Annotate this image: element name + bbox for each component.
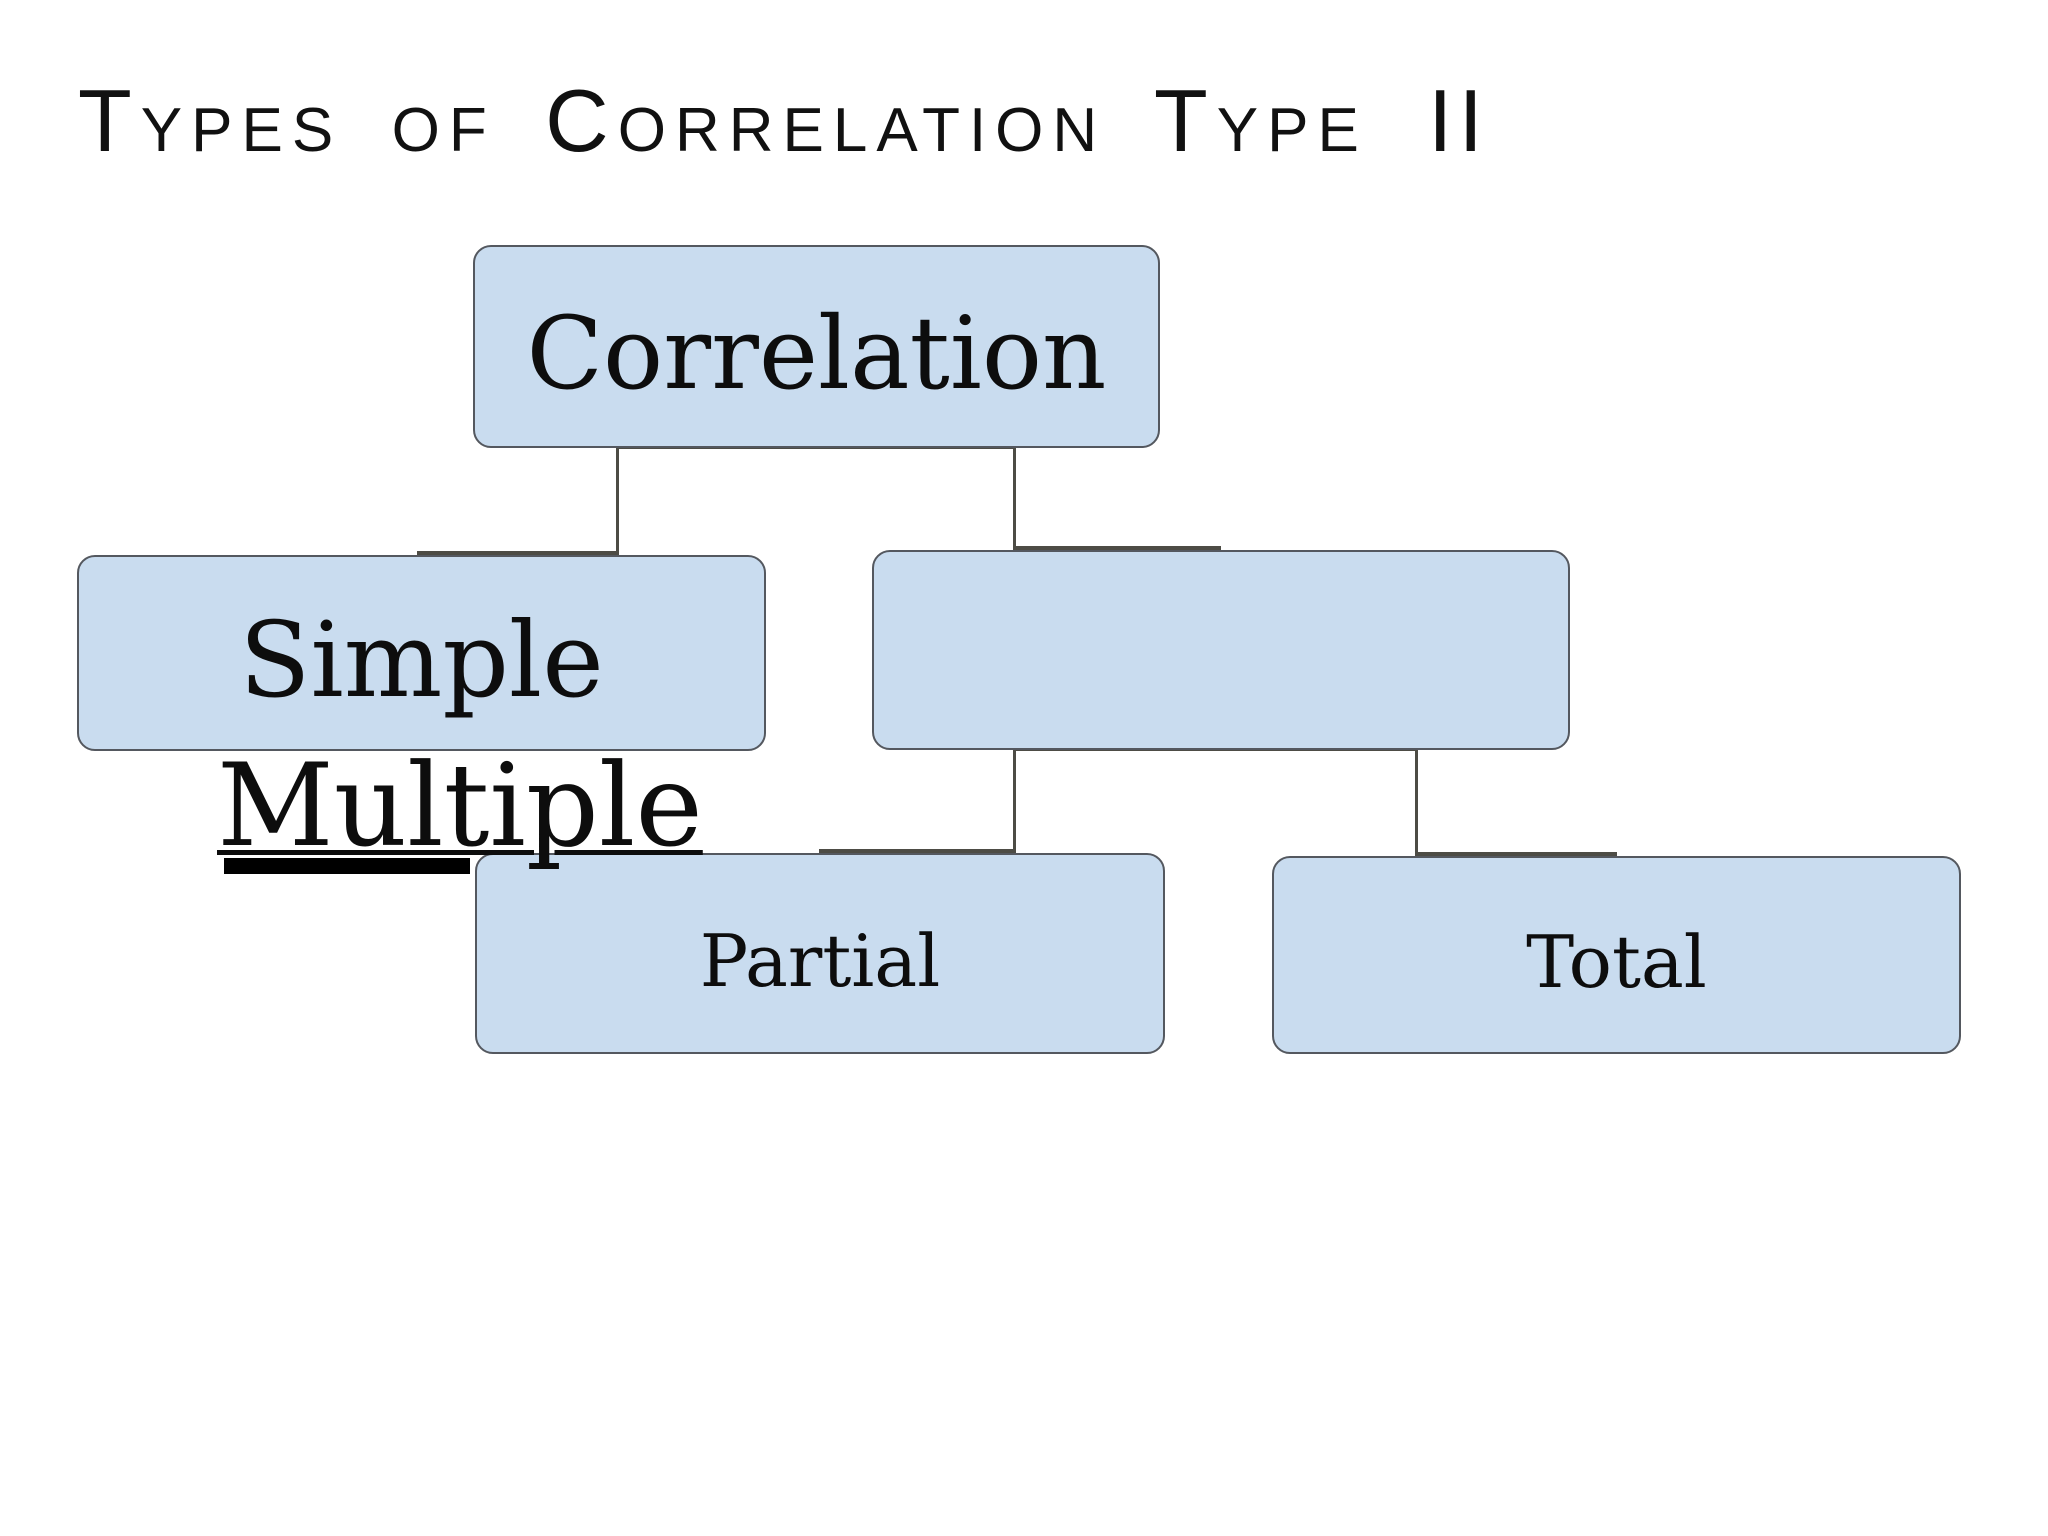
connector-elbow-on-simple-top	[417, 551, 619, 555]
connector-elbow-on-total-top	[1415, 852, 1617, 856]
node-correlation-label: Correlation	[526, 294, 1107, 412]
node-simple-label: Simple	[239, 599, 604, 721]
multiple-text: Multiple	[217, 739, 703, 872]
connector-group-to-partial	[1013, 748, 1016, 856]
node-unlabeled-group	[872, 550, 1570, 750]
node-total-label: Total	[1526, 920, 1707, 1004]
slide-title-numeral: II	[1428, 71, 1489, 170]
connector-elbow-on-partial-top	[819, 849, 1016, 853]
connector-group-to-total	[1415, 748, 1418, 859]
connector-correlation-to-simple	[616, 448, 619, 558]
node-simple: Simple	[77, 555, 766, 751]
node-correlation: Correlation	[473, 245, 1160, 448]
multiple-underline-bar	[224, 858, 470, 874]
node-total: Total	[1272, 856, 1961, 1054]
connector-correlation-to-group	[1013, 448, 1016, 553]
node-partial-label: Partial	[699, 918, 941, 1003]
slide-title: Types of Correlation Type	[78, 71, 1368, 170]
node-partial: Partial	[475, 853, 1165, 1054]
connector-elbow-on-group-top	[1013, 546, 1221, 550]
